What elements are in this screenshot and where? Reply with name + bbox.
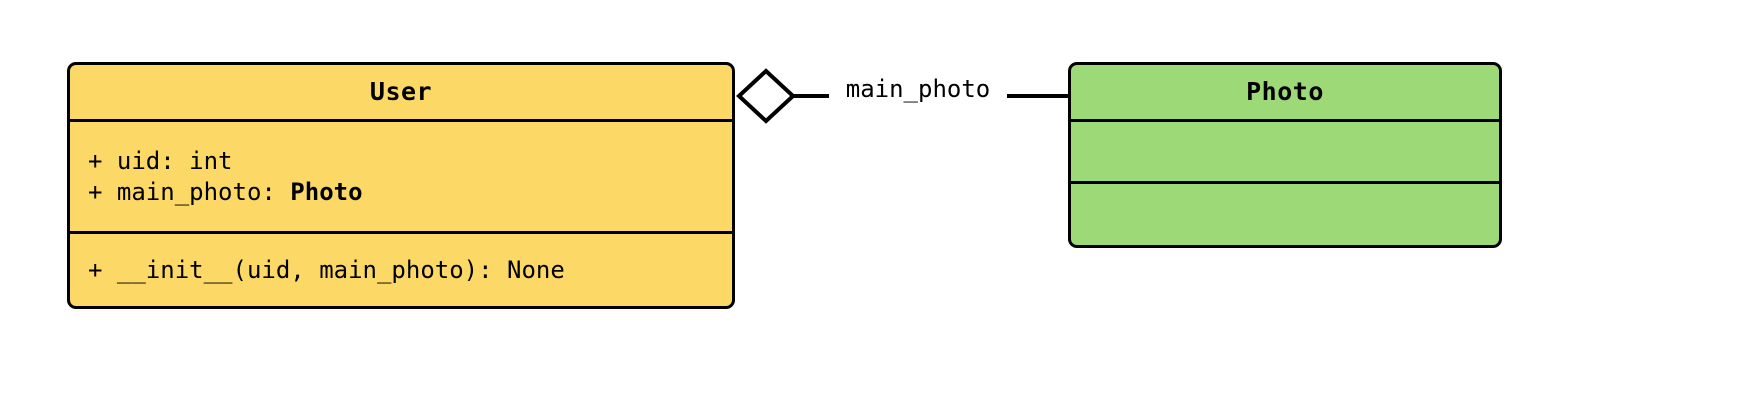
- relationship-label-main-photo: main_photo: [845, 75, 991, 103]
- attribute-row: + main_photo: Photo: [88, 177, 722, 208]
- class-name-user: User: [369, 77, 433, 107]
- class-title-compartment-user: User: [70, 65, 732, 122]
- attribute-label: + main_photo:: [88, 177, 291, 206]
- attribute-type: Photo: [290, 177, 363, 206]
- relationship-graphics: [736, 68, 1068, 124]
- class-attributes-compartment-user: + uid: int + main_photo: Photo: [70, 122, 732, 234]
- relationship-user-main-photo[interactable]: main_photo: [730, 60, 1075, 132]
- method-list-user: + __init__(uid, main_photo): None: [70, 255, 732, 286]
- class-methods-compartment-photo: [1071, 184, 1499, 245]
- class-attributes-compartment-photo: [1071, 122, 1499, 184]
- aggregation-diamond-icon: [736, 68, 796, 124]
- method-row: + __init__(uid, main_photo): None: [88, 255, 565, 284]
- attribute-row: + uid: int: [88, 146, 233, 175]
- class-box-photo[interactable]: Photo: [1068, 62, 1502, 248]
- class-title-compartment-photo: Photo: [1071, 65, 1499, 122]
- attribute-list-user: + uid: int + main_photo: Photo: [70, 146, 732, 207]
- class-box-user[interactable]: User + uid: int + main_photo: Photo + __…: [67, 62, 735, 309]
- class-methods-compartment-user: + __init__(uid, main_photo): None: [70, 234, 732, 306]
- class-name-photo: Photo: [1246, 77, 1324, 107]
